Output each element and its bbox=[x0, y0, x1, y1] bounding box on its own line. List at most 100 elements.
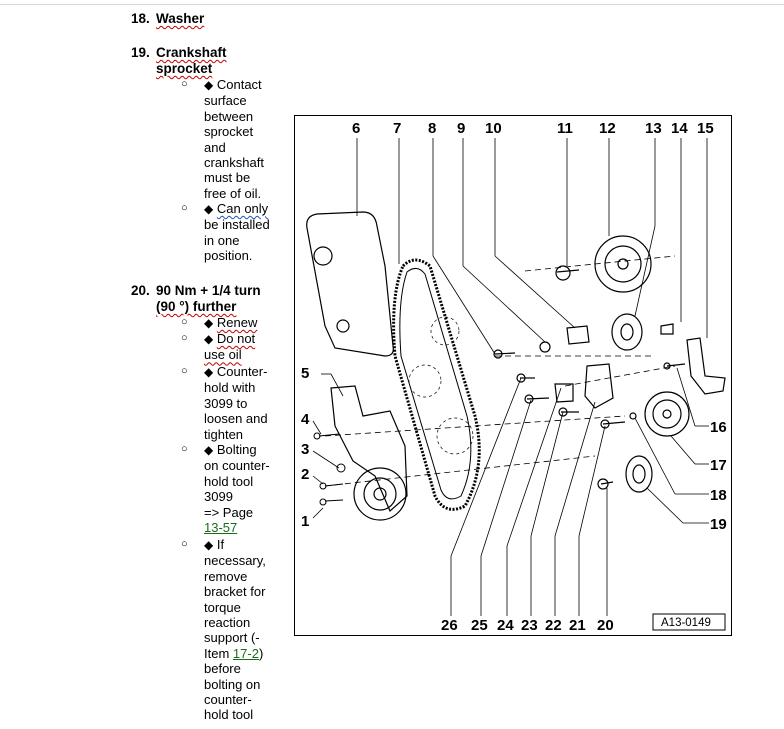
black-diamond-icon: ◆ bbox=[204, 365, 214, 379]
callout-13: 13 bbox=[645, 120, 662, 137]
bolt-head-shape bbox=[555, 265, 571, 281]
assembly-line bbox=[324, 415, 626, 437]
crankshaft-hub-shape bbox=[373, 487, 387, 501]
bolt-head-shape bbox=[558, 407, 568, 417]
ghost-circle-shape bbox=[408, 364, 442, 398]
callout-12: 12 bbox=[599, 120, 616, 137]
idler-roller-inner-shape bbox=[620, 323, 634, 341]
item-title: 90 Nm + 1/4 turn(90 °) further bbox=[156, 283, 261, 314]
bolt-head-shape bbox=[319, 498, 327, 506]
black-diamond-icon: ◆ bbox=[204, 202, 214, 216]
timing-belt-cover-shape bbox=[306, 211, 394, 357]
washer-shape bbox=[629, 412, 637, 420]
bolt-shape bbox=[660, 323, 674, 335]
item-18: 18.Washer bbox=[131, 11, 204, 27]
timing-belt-shape bbox=[392, 258, 481, 511]
callout-2: 2 bbox=[301, 466, 309, 483]
callout-23: 23 bbox=[521, 617, 538, 634]
bolt-shape bbox=[602, 421, 626, 425]
black-diamond-icon: ◆ bbox=[204, 443, 214, 457]
bolt-head-shape bbox=[600, 419, 610, 429]
hollow-circle-bullet-icon: ○ bbox=[181, 365, 188, 377]
diagram-svg: 6 7 8 9 10 11 12 13 14 15 5 4 3 2 1 16 1… bbox=[301, 120, 727, 634]
callout-9: 9 bbox=[457, 120, 465, 137]
item-number: 20. bbox=[131, 283, 150, 298]
crankshaft-sprocket-shape bbox=[353, 467, 407, 521]
leader-line bbox=[462, 265, 546, 343]
leader-line bbox=[634, 417, 676, 495]
bolt-shape bbox=[494, 352, 516, 355]
callout-18: 18 bbox=[710, 487, 727, 504]
leader-line bbox=[312, 507, 324, 519]
callout-15: 15 bbox=[697, 120, 714, 137]
ghost-circle-shape bbox=[436, 417, 474, 455]
item-link-17-2[interactable]: 17-2 bbox=[232, 645, 259, 661]
leader-line bbox=[330, 373, 344, 397]
bolt-head-shape bbox=[493, 349, 503, 359]
pump-sprocket-inner-shape bbox=[652, 399, 682, 429]
item-number: 19. bbox=[131, 45, 150, 60]
gear-inner-shape bbox=[632, 464, 646, 484]
black-diamond-icon: ◆ bbox=[204, 316, 214, 330]
rear-cover-shape bbox=[330, 385, 408, 512]
leader-line bbox=[634, 225, 656, 317]
callout-16: 16 bbox=[710, 419, 727, 436]
bolt-head-shape bbox=[524, 394, 534, 404]
washer-shape bbox=[539, 341, 551, 353]
leader-line bbox=[432, 255, 496, 355]
bolt-head-shape bbox=[319, 482, 327, 490]
leader-line bbox=[494, 255, 576, 329]
hollow-circle-bullet-icon: ○ bbox=[181, 78, 188, 90]
callout-4: 4 bbox=[301, 411, 310, 428]
assembly-line bbox=[324, 455, 596, 487]
page-link-13-57[interactable]: 13-57 bbox=[204, 520, 238, 536]
cover-hole-shape bbox=[313, 246, 333, 266]
figure-code: A13-0149 bbox=[661, 617, 711, 629]
cover-hole-shape bbox=[336, 319, 350, 333]
leader-line bbox=[312, 450, 340, 469]
callout-10: 10 bbox=[485, 120, 502, 137]
leader-line bbox=[578, 425, 606, 537]
callout-7: 7 bbox=[393, 120, 401, 137]
item-number: 18. bbox=[131, 11, 150, 26]
hollow-circle-bullet-icon: ○ bbox=[181, 538, 188, 550]
idler-roller-shape bbox=[611, 313, 643, 351]
leader-line bbox=[506, 387, 562, 547]
callout-8: 8 bbox=[428, 120, 436, 137]
hollow-circle-bullet-icon: ○ bbox=[181, 202, 188, 214]
hollow-circle-bullet-icon: ○ bbox=[181, 316, 188, 328]
tensioner-bracket-shape bbox=[566, 325, 590, 345]
item-ref-line: Item 17-2) bbox=[204, 645, 264, 661]
callout-5: 5 bbox=[301, 365, 309, 382]
leader-line bbox=[646, 487, 684, 524]
camshaft-sprocket-shape bbox=[594, 235, 652, 293]
spacer-shape bbox=[554, 383, 574, 403]
hollow-circle-bullet-icon: ○ bbox=[181, 443, 188, 455]
figure-code-box bbox=[652, 613, 726, 631]
black-diamond-icon: ◆ bbox=[204, 538, 214, 552]
bolt-shape bbox=[318, 433, 340, 437]
timing-belt-inner-shape bbox=[399, 268, 472, 500]
leader-line bbox=[676, 367, 696, 427]
leader-line bbox=[480, 399, 532, 557]
gear-shape bbox=[625, 455, 653, 493]
bolt-head-shape bbox=[313, 432, 321, 440]
assembly-line bbox=[564, 365, 676, 387]
leader-line bbox=[670, 435, 696, 465]
bolt-shape bbox=[324, 499, 344, 502]
crankshaft-sprocket-inner-shape bbox=[363, 477, 397, 511]
callout-14: 14 bbox=[671, 120, 688, 137]
callout-3: 3 bbox=[301, 441, 309, 458]
bolt-head-shape bbox=[663, 362, 671, 370]
bolt-shape bbox=[324, 483, 344, 487]
bolt-shape bbox=[556, 269, 580, 273]
camshaft-sprocket-inner-shape bbox=[604, 245, 642, 283]
leader-line bbox=[530, 411, 564, 537]
callout-24: 24 bbox=[497, 617, 514, 634]
callout-22: 22 bbox=[545, 617, 562, 634]
item-20: 20. 90 Nm + 1/4 turn(90 °) further bbox=[131, 283, 261, 315]
callout-17: 17 bbox=[710, 457, 727, 474]
callout-26: 26 bbox=[441, 617, 458, 634]
